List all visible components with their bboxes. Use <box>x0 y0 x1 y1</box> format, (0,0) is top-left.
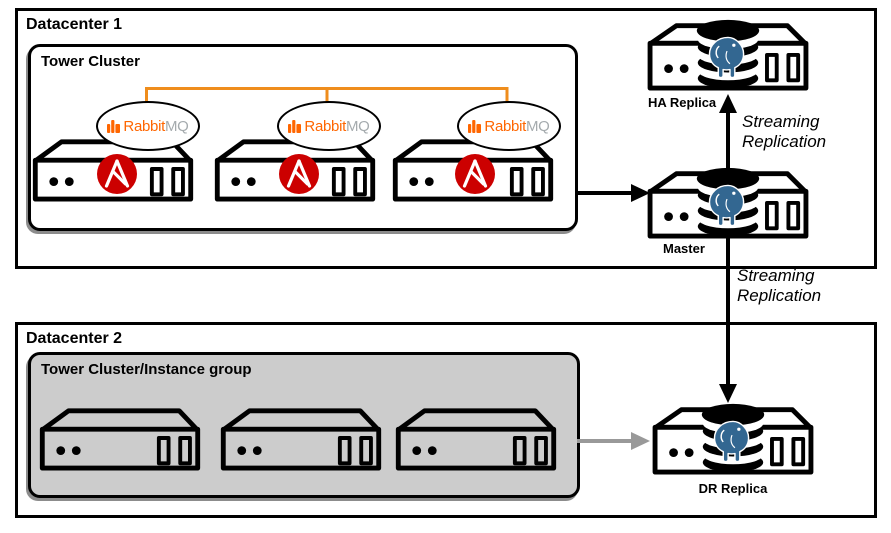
ansible-icon <box>97 154 137 194</box>
rabbitmq-icon <box>288 119 302 133</box>
rabbitmq-node-2: RabbitMQ <box>277 101 381 151</box>
postgresql-master-icon <box>645 164 811 240</box>
instance-server-1-icon <box>37 404 203 472</box>
instance-server-3-icon <box>393 404 559 472</box>
postgresql-dr-replica-icon <box>650 400 816 476</box>
datacenter-2-label: Datacenter 2 <box>26 330 123 347</box>
dr-replica-label: DR Replica <box>698 481 768 496</box>
rabbitmq-label: RabbitMQ <box>304 117 370 135</box>
instance-server-2-icon <box>218 404 384 472</box>
ansible-icon <box>279 154 319 194</box>
tower-cluster-label: Tower Cluster <box>41 53 140 70</box>
instance-group-label: Tower Cluster/Instance group <box>41 361 252 378</box>
postgresql-ha-replica-icon <box>645 16 811 92</box>
ansible-icon <box>455 154 495 194</box>
datacenter-1-label: Datacenter 1 <box>26 16 123 33</box>
rabbitmq-node-1: RabbitMQ <box>96 101 200 151</box>
rabbitmq-icon <box>107 119 121 133</box>
rabbitmq-node-3: RabbitMQ <box>457 101 561 151</box>
rabbitmq-icon <box>468 119 482 133</box>
ha-replica-label: HA Replica <box>648 95 717 110</box>
rabbitmq-label: RabbitMQ <box>484 117 550 135</box>
master-label: Master <box>663 241 705 256</box>
rabbitmq-label: RabbitMQ <box>123 117 189 135</box>
